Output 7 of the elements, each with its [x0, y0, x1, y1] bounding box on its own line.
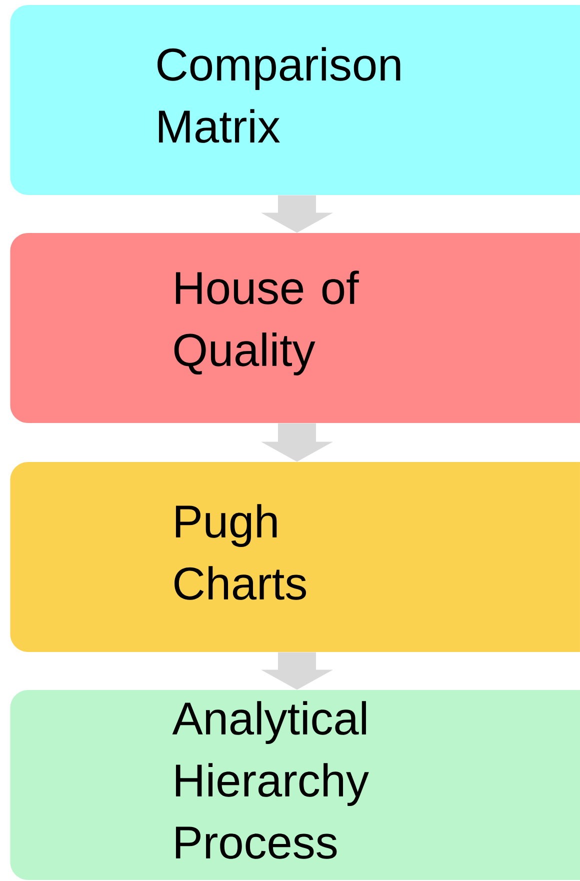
process-box: Analytical Hierarchy Process	[10, 690, 580, 880]
arrow	[261, 652, 333, 690]
arrow	[261, 423, 333, 462]
process-box: House of Quality	[10, 233, 580, 423]
process-box: Comparison Matrix	[10, 5, 580, 195]
arrow	[261, 195, 333, 233]
process-box: Pugh Charts	[10, 462, 580, 652]
